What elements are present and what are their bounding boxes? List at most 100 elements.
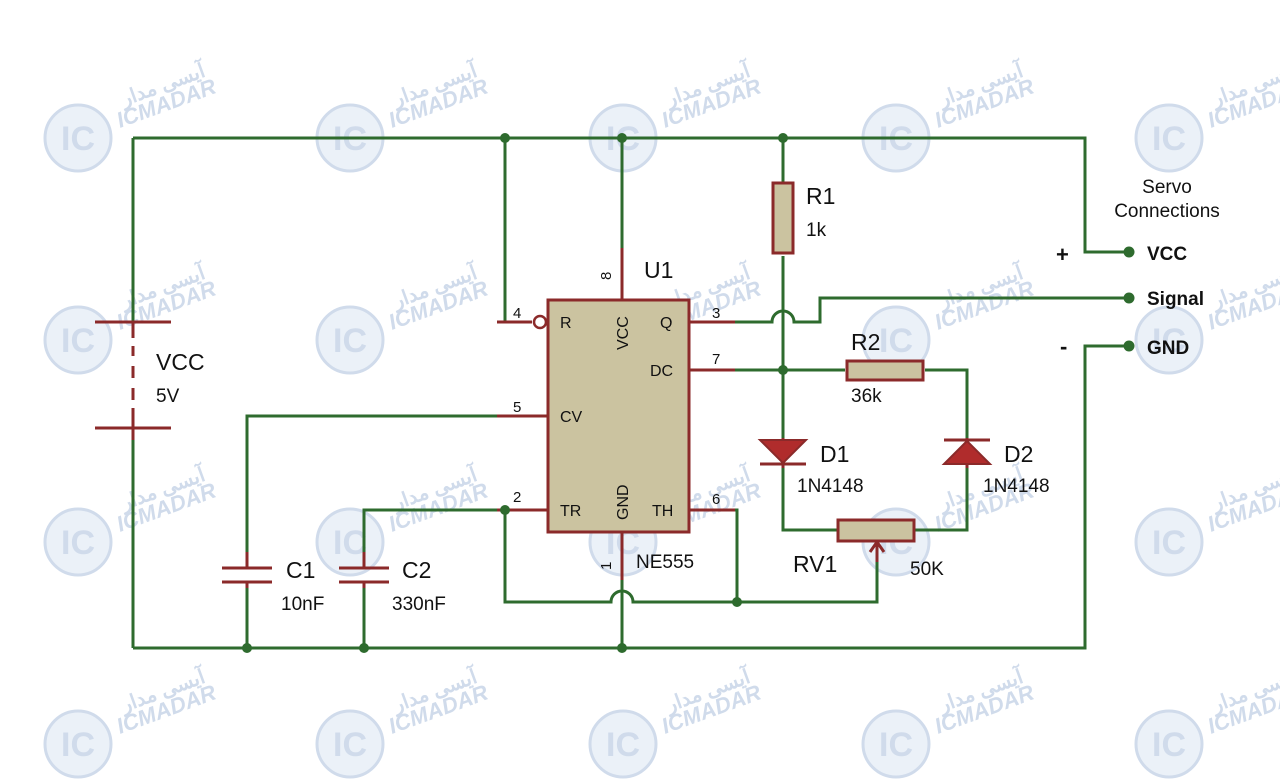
- d2-part: 1N4148: [983, 476, 1050, 497]
- d1-ref: D1: [820, 441, 849, 467]
- resistor-r1: R1 1k: [771, 181, 835, 255]
- capacitor-c2: C2 330nF: [339, 552, 446, 615]
- watermark-circle: [43, 305, 113, 375]
- servo-terminal-dot-gnd: [1123, 340, 1135, 352]
- wire-signal: [735, 296, 1128, 324]
- watermark-circle: [1134, 103, 1204, 173]
- ic-pin-gnd-label: GND: [615, 484, 632, 520]
- servo-gnd-label: GND: [1147, 338, 1189, 359]
- diode-d2: D2 1N4148: [941, 438, 1050, 497]
- ic-pin-cv-label: CV: [560, 409, 583, 426]
- ic-body: [546, 298, 691, 534]
- wire-top-rail: [133, 136, 1128, 254]
- rv1-wiper-arrow: [868, 539, 886, 553]
- reset-inversion-bubble: [532, 314, 548, 330]
- watermark-logo-text: IC: [1152, 120, 1186, 158]
- r1-ref: R1: [806, 183, 835, 209]
- pin-number-5: 5: [513, 399, 521, 416]
- capacitor-c1: C1 10nF: [222, 552, 324, 615]
- pin-number-7: 7: [712, 351, 720, 368]
- diode-d1: D1 1N4148: [757, 438, 864, 497]
- servo-plus-sign: +: [1056, 242, 1069, 267]
- wire-bottom-rail: [133, 344, 1128, 650]
- servo-title-line1: Servo: [1142, 177, 1192, 198]
- pin-number-8: 8: [598, 272, 615, 280]
- watermark-circle: [588, 709, 658, 779]
- watermark-logo-text: IC: [61, 524, 95, 562]
- wires: [131, 136, 1128, 650]
- r2-ref: R2: [851, 329, 880, 355]
- junction-dot: [242, 643, 252, 653]
- junction-dot: [500, 133, 510, 143]
- watermark-circle: [315, 305, 385, 375]
- servo-title-line2: Connections: [1114, 201, 1220, 222]
- servo-connections: Servo Connections + - VCC Signal GND: [1056, 177, 1220, 359]
- watermark-circle: [315, 709, 385, 779]
- r2-value: 36k: [851, 386, 882, 407]
- d1-part: 1N4148: [797, 476, 864, 497]
- watermark-logo-text: IC: [879, 322, 913, 360]
- ic-pin-dc-label: DC: [650, 363, 673, 380]
- battery-value: 5V: [156, 386, 180, 407]
- r1-value: 1k: [806, 220, 827, 241]
- pin-stubs: [497, 248, 735, 580]
- watermark-circle: [315, 507, 385, 577]
- wire-reset: [503, 138, 510, 324]
- junction-dot: [617, 133, 627, 143]
- watermark-logo-text: IC: [61, 322, 95, 360]
- wire-cv: [245, 414, 497, 552]
- rv1-ref: RV1: [793, 551, 837, 577]
- watermark-logo-text: IC: [1152, 726, 1186, 764]
- c2-ref: C2: [402, 557, 431, 583]
- servo-vcc-label: VCC: [1147, 244, 1187, 265]
- potentiometer-rv1: RV1 50K: [793, 518, 944, 580]
- watermark-circle: [43, 507, 113, 577]
- c1-value: 10nF: [281, 594, 324, 615]
- ic-u1: R CV TR Q DC TH VCC GND 4 5 2 3 7 6 8 1 …: [513, 257, 720, 573]
- r1-body: [771, 181, 795, 255]
- c2-value: 330nF: [392, 594, 446, 615]
- pin-number-4: 4: [513, 305, 521, 322]
- watermark-circle: [1134, 305, 1204, 375]
- d2-ref: D2: [1004, 441, 1033, 467]
- pin-number-6: 6: [712, 491, 720, 508]
- rv1-body: [836, 518, 916, 543]
- resistor-r2: R2 36k: [845, 329, 925, 407]
- watermark-circle: [861, 709, 931, 779]
- ic-pin-th-label: TH: [652, 503, 673, 520]
- pin-number-2: 2: [513, 489, 521, 506]
- c1-ref: C1: [286, 557, 315, 583]
- ic-pin-r-label: R: [560, 315, 572, 332]
- watermark-logo-text: IC: [1152, 524, 1186, 562]
- battery-name: VCC: [156, 349, 205, 375]
- junction-dot: [778, 365, 788, 375]
- ic-pin-tr-label: TR: [560, 503, 581, 520]
- d2-anode-triangle: [941, 439, 993, 465]
- junction-dot: [617, 643, 627, 653]
- battery-vcc: VCC 5V: [95, 320, 205, 440]
- servo-minus-sign: -: [1060, 334, 1067, 359]
- servo-terminal-dot-vcc: [1123, 246, 1135, 258]
- junction-dot: [359, 643, 369, 653]
- wire-tr: [362, 508, 497, 552]
- servo-signal-label: Signal: [1147, 289, 1204, 310]
- watermark-circle: [43, 709, 113, 779]
- d1-anode-triangle: [757, 439, 809, 465]
- junction-dots: [242, 133, 1135, 653]
- watermark-logo-text: IC: [61, 726, 95, 764]
- wire-d1-bottom: [781, 468, 838, 532]
- wire-th: [735, 508, 739, 602]
- ic-pin-q-label: Q: [660, 315, 672, 332]
- watermark-logo-text: IC: [1152, 322, 1186, 360]
- watermark-logo-text: IC: [333, 524, 367, 562]
